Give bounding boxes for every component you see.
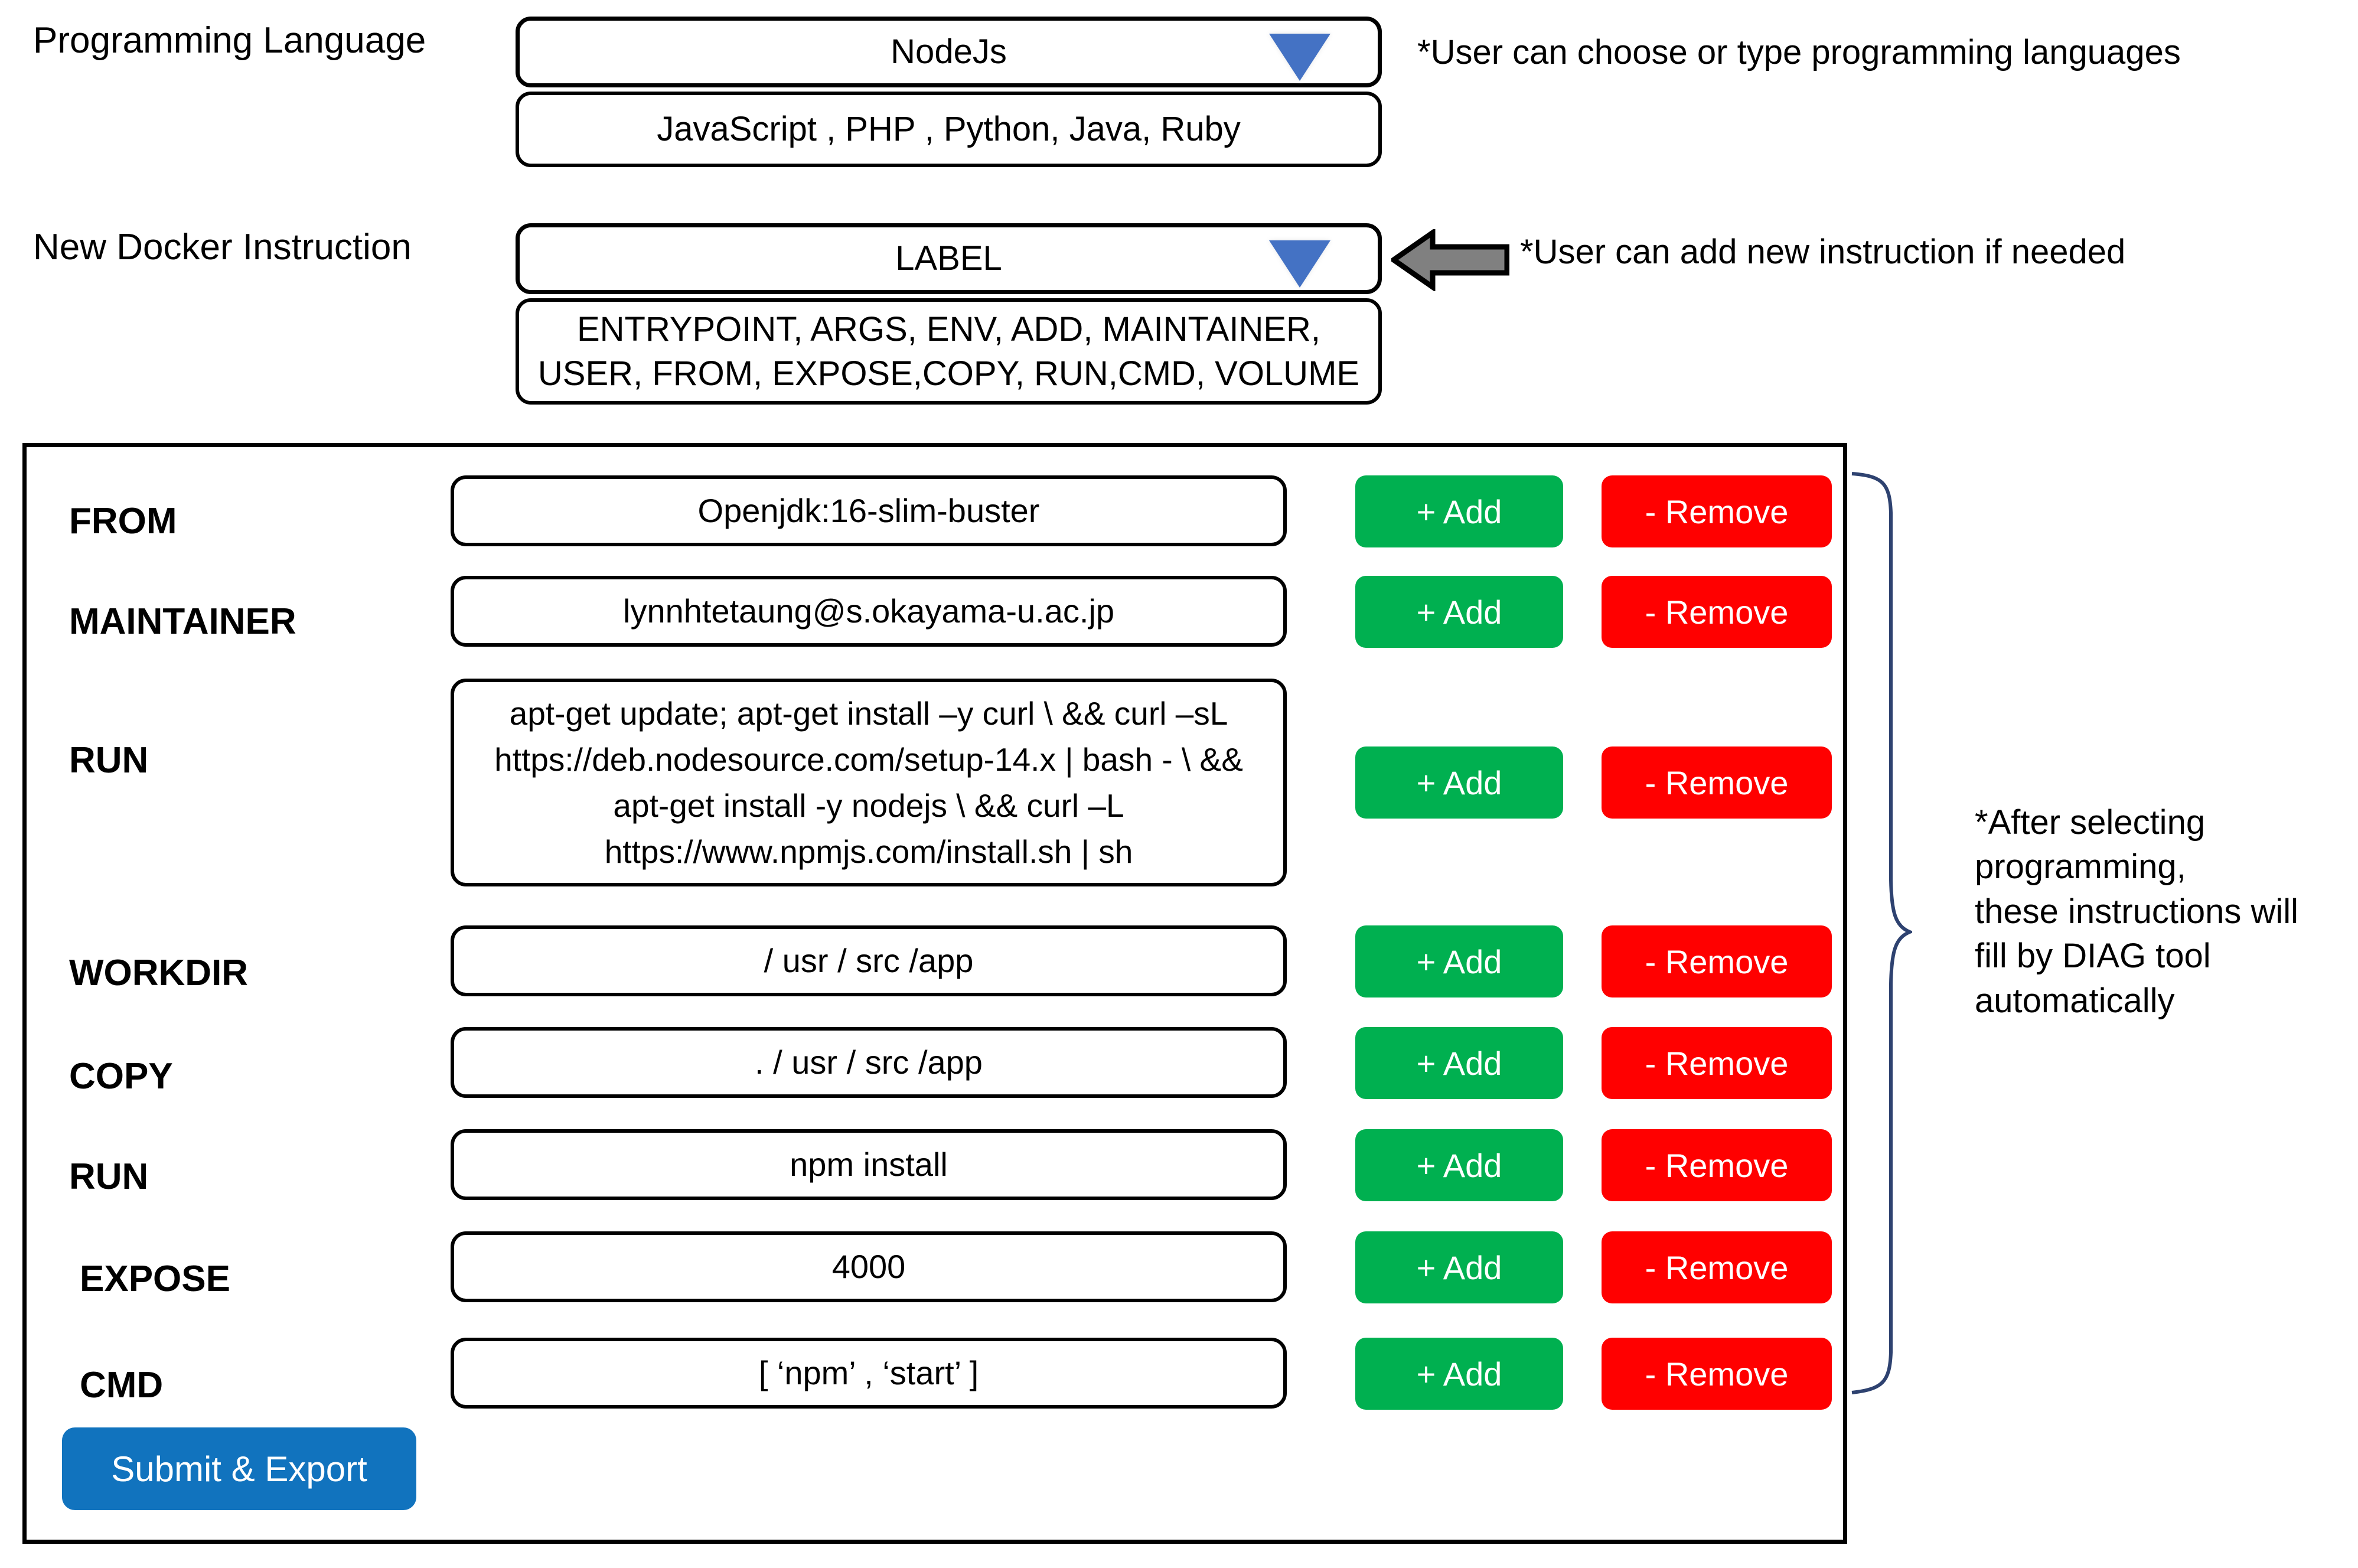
row-value-expose[interactable]: 4000: [451, 1231, 1287, 1302]
row-label-cmd: CMD: [80, 1365, 164, 1406]
row-label-expose: EXPOSE: [80, 1259, 230, 1299]
row-label-run-1: RUN: [69, 740, 149, 781]
add-button-label: + Add: [1416, 593, 1502, 631]
programming-language-note: *User can choose or type programming lan…: [1417, 33, 2181, 71]
brace-annotation-note: *After selecting programming, these inst…: [1975, 803, 2298, 1020]
programming-language-options[interactable]: JavaScript , PHP , Python, Java, Ruby: [516, 92, 1382, 167]
remove-button-expose[interactable]: - Remove: [1602, 1231, 1832, 1303]
row-value-cmd[interactable]: [ ‘npm’ , ‘start’ ]: [451, 1338, 1287, 1409]
dockerfile-instructions-panel: FROM Openjdk:16-slim-buster + Add - Remo…: [22, 443, 1847, 1544]
new-docker-instruction-note: *User can add new instruction if needed: [1520, 233, 2126, 271]
remove-button-run-2[interactable]: - Remove: [1602, 1129, 1832, 1201]
remove-button-copy[interactable]: - Remove: [1602, 1027, 1832, 1099]
remove-button-label: - Remove: [1645, 1044, 1789, 1082]
new-docker-instruction-options-line-2: USER, FROM, EXPOSE,COPY, RUN,CMD, VOLUME: [537, 354, 1360, 393]
add-button-from[interactable]: + Add: [1355, 475, 1563, 547]
new-docker-instruction-options[interactable]: ENTRYPOINT, ARGS, ENV, ADD, MAINTAINER, …: [516, 298, 1382, 405]
row-value-maintainer[interactable]: lynnhtetaung@s.okayama-u.ac.jp: [451, 576, 1287, 647]
remove-button-label: - Remove: [1645, 764, 1789, 801]
new-docker-instruction-value: LABEL: [895, 239, 1002, 278]
programming-language-value: NodeJs: [891, 32, 1007, 71]
row-value-cmd-text: [ ‘npm’ , ‘start’ ]: [758, 1354, 979, 1392]
add-button-copy[interactable]: + Add: [1355, 1027, 1563, 1099]
add-button-maintainer[interactable]: + Add: [1355, 576, 1563, 648]
row-value-workdir-text: / usr / src /app: [764, 942, 974, 980]
row-label-from: FROM: [69, 501, 177, 542]
remove-button-workdir[interactable]: - Remove: [1602, 925, 1832, 997]
add-button-label: + Add: [1416, 1355, 1502, 1393]
row-label-workdir: WORKDIR: [69, 953, 249, 993]
add-button-run-2[interactable]: + Add: [1355, 1129, 1563, 1201]
row-label-maintainer: MAINTAINER: [69, 601, 296, 642]
add-button-label: + Add: [1416, 764, 1502, 801]
add-button-run-1[interactable]: + Add: [1355, 746, 1563, 819]
row-value-workdir[interactable]: / usr / src /app: [451, 925, 1287, 996]
submit-and-export-button[interactable]: Submit & Export: [62, 1427, 416, 1510]
remove-button-from[interactable]: - Remove: [1602, 475, 1832, 547]
add-button-expose[interactable]: + Add: [1355, 1231, 1563, 1303]
add-button-label: + Add: [1416, 493, 1502, 530]
row-value-copy[interactable]: . / usr / src /app: [451, 1027, 1287, 1098]
chevron-down-icon[interactable]: [1269, 34, 1330, 81]
new-docker-instruction-options-line-1: ENTRYPOINT, ARGS, ENV, ADD, MAINTAINER,: [576, 309, 1321, 348]
programming-language-label: Programming Language: [33, 20, 426, 61]
row-value-run-1[interactable]: apt-get update; apt-get install –y curl …: [451, 679, 1287, 886]
row-value-from[interactable]: Openjdk:16-slim-buster: [451, 475, 1287, 546]
add-button-label: + Add: [1416, 1146, 1502, 1184]
remove-button-cmd[interactable]: - Remove: [1602, 1338, 1832, 1410]
row-value-run-2-text: npm install: [790, 1146, 948, 1184]
add-button-label: + Add: [1416, 943, 1502, 980]
new-docker-instruction-label: New Docker Instruction: [33, 227, 412, 268]
add-button-label: + Add: [1416, 1044, 1502, 1082]
row-value-copy-text: . / usr / src /app: [755, 1044, 983, 1081]
row-value-run-1-text: apt-get update; apt-get install –y curl …: [494, 695, 1243, 871]
row-label-copy: COPY: [69, 1056, 173, 1097]
add-button-cmd[interactable]: + Add: [1355, 1338, 1563, 1410]
remove-button-label: - Remove: [1645, 943, 1789, 980]
right-curly-brace: [1847, 467, 1915, 1403]
remove-button-label: - Remove: [1645, 1355, 1789, 1393]
arrow-left-icon: [1391, 229, 1509, 291]
add-button-workdir[interactable]: + Add: [1355, 925, 1563, 997]
chevron-down-icon[interactable]: [1269, 240, 1330, 288]
add-button-label: + Add: [1416, 1248, 1502, 1286]
remove-button-run-1[interactable]: - Remove: [1602, 746, 1832, 819]
remove-button-label: - Remove: [1645, 493, 1789, 530]
remove-button-maintainer[interactable]: - Remove: [1602, 576, 1832, 648]
remove-button-label: - Remove: [1645, 1146, 1789, 1184]
programming-language-options-text: JavaScript , PHP , Python, Java, Ruby: [657, 110, 1241, 149]
remove-button-label: - Remove: [1645, 593, 1789, 631]
submit-and-export-label: Submit & Export: [111, 1449, 367, 1489]
remove-button-label: - Remove: [1645, 1248, 1789, 1286]
row-value-run-2[interactable]: npm install: [451, 1129, 1287, 1200]
programming-language-select[interactable]: NodeJs: [516, 17, 1382, 87]
new-docker-instruction-select[interactable]: LABEL: [516, 223, 1382, 294]
row-value-maintainer-text: lynnhtetaung@s.okayama-u.ac.jp: [623, 592, 1114, 630]
row-value-expose-text: 4000: [831, 1248, 906, 1286]
row-label-run-2: RUN: [69, 1156, 149, 1197]
row-value-from-text: Openjdk:16-slim-buster: [697, 492, 1040, 530]
